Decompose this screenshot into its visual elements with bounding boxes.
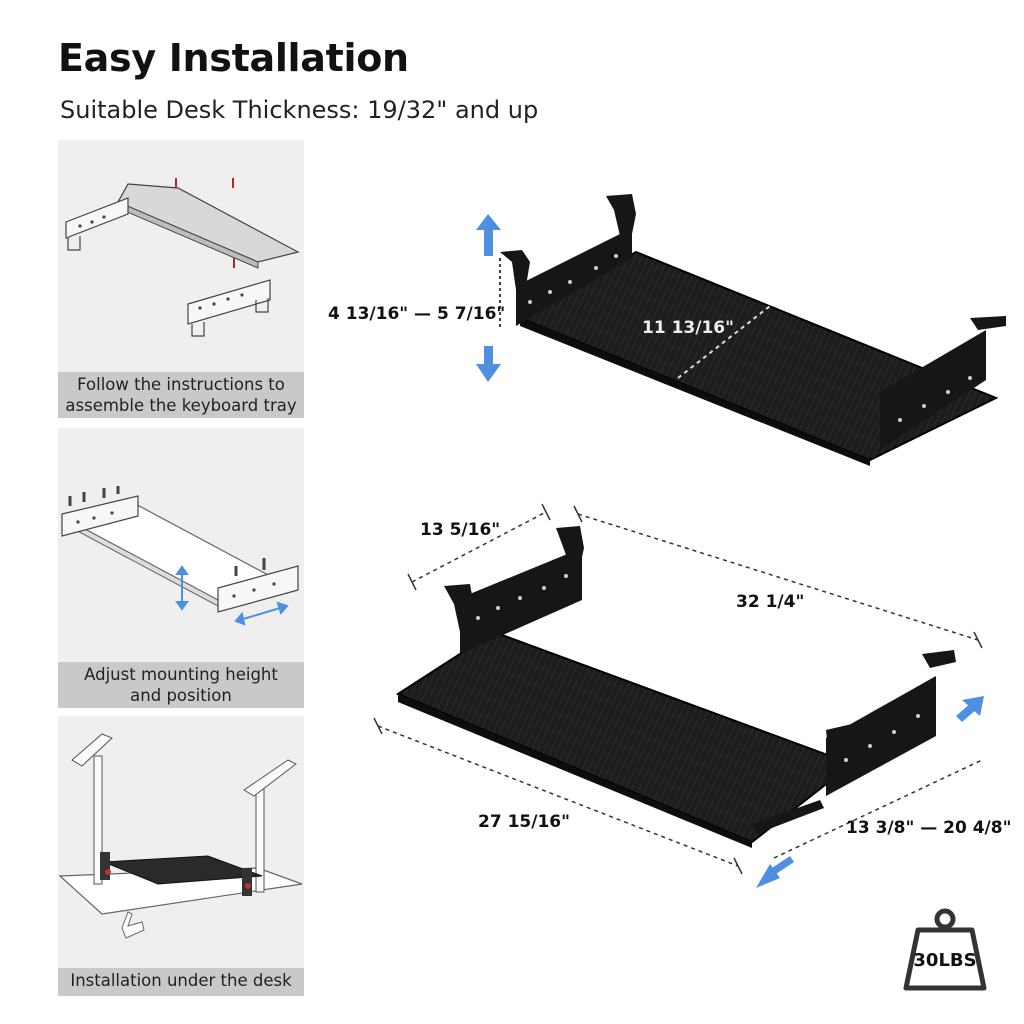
step-caption-adjust: Adjust mounting height and position <box>58 662 304 708</box>
caption-line: Adjust mounting height <box>84 665 278 684</box>
height-arrows <box>476 214 501 382</box>
step-panel-adjust: Adjust mounting height and position <box>58 428 304 708</box>
weight-capacity-label: 30LBS <box>913 950 977 971</box>
tray-depth-label: 11 13/16" <box>642 318 734 338</box>
height-range-label: 4 13/16" — 5 7/16" <box>328 304 506 324</box>
bottom-tray-drawing <box>395 526 956 848</box>
caption-line: Installation under the desk <box>70 971 292 990</box>
step-caption-under-desk: Installation under the desk <box>58 968 304 996</box>
bracket-depth-label: 13 5/16" <box>420 520 501 540</box>
adjust-illustration <box>61 486 299 626</box>
step-panel-assemble: Follow the instructions to assemble the … <box>58 140 304 418</box>
caption-line: Follow the instructions to <box>77 375 285 394</box>
overall-width-label: 32 1/4" <box>736 592 805 612</box>
assembly-illustration <box>65 178 300 337</box>
caption-line: and position <box>130 686 232 705</box>
page-title: Easy Installation <box>58 36 409 80</box>
dimension-lines <box>377 511 983 867</box>
step-panel-under-desk: Installation under the desk <box>58 716 304 996</box>
weight-icon <box>903 908 987 991</box>
extension-range-label: 13 3/8" — 20 4/8" <box>846 818 1012 838</box>
page-subtitle: Suitable Desk Thickness: 19/32" and up <box>60 96 539 124</box>
extension-arrows <box>756 696 984 888</box>
top-tray-drawing <box>499 194 1006 466</box>
caption-line: assemble the keyboard tray <box>65 396 297 415</box>
step-caption-assemble: Follow the instructions to assemble the … <box>58 372 304 418</box>
under-desk-illustration <box>58 733 303 939</box>
tray-width-label: 27 15/16" <box>478 812 570 832</box>
